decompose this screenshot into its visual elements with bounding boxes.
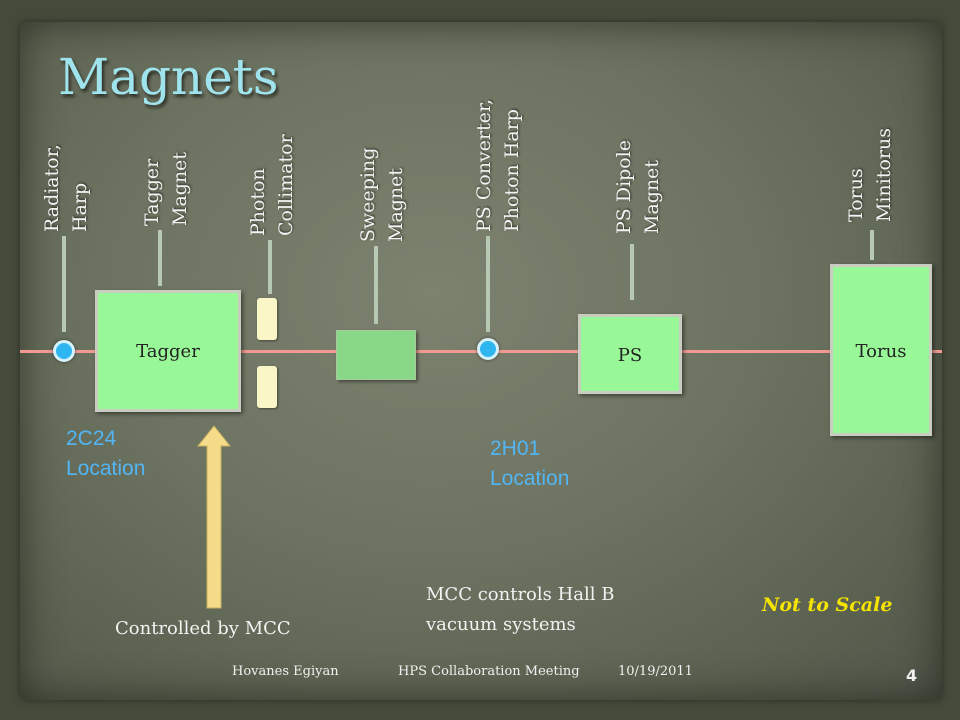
location-2h01: 2H01 Location: [490, 434, 569, 494]
torus-label-line2: Minitorus: [873, 128, 895, 222]
tagger-magnet-leader: [158, 230, 162, 286]
sweeping-magnet-leader: [374, 246, 378, 324]
torus-minitorus-label: Torus Minitorus: [842, 128, 898, 222]
mcc-arrow-shape: [196, 425, 232, 609]
radiator-harp-label: Radiator, Harp: [38, 144, 94, 232]
mcc-arrow: [196, 425, 232, 609]
location-2c24-word: Location: [66, 457, 146, 480]
slide-title: Magnets: [58, 48, 279, 106]
ps-converter-label-line1: PS Converter,: [473, 98, 495, 232]
ps-box: PS: [578, 314, 682, 394]
collimator-leader: [268, 240, 272, 294]
ps-converter-label-line2: Photon Harp: [501, 109, 523, 232]
radiator-label-line1: Radiator,: [41, 144, 63, 232]
ps-dipole-leader: [630, 244, 634, 300]
location-2h01-code: 2H01: [490, 437, 541, 460]
ps-dipole-label-line1: PS Dipole: [613, 139, 635, 234]
tagger-magnet-label-line1: Tagger: [141, 158, 163, 226]
ps-box-label: PS: [617, 345, 643, 366]
page-number: 4: [906, 666, 918, 685]
radiator-label-line2: Harp: [69, 182, 91, 232]
footer-meeting: HPS Collaboration Meeting: [398, 664, 580, 679]
sweeping-magnet-label-line2: Magnet: [385, 167, 407, 242]
radiator-dot: [53, 340, 75, 362]
photon-collimator-label: Photon Collimator: [244, 134, 300, 236]
tagger-box: Tagger: [95, 290, 241, 412]
location-2h01-word: Location: [490, 467, 570, 490]
ps-converter-leader: [486, 236, 490, 332]
sweeping-magnet-label: Sweeping Magnet: [354, 148, 410, 242]
tagger-box-label: Tagger: [136, 341, 200, 362]
location-2c24-code: 2C24: [66, 427, 117, 450]
footer-author: Hovanes Egiyan: [232, 664, 339, 679]
tagger-magnet-label-line2: Magnet: [169, 151, 191, 226]
mcc-controls-line2: vacuum systems: [426, 614, 576, 635]
torus-box: Torus: [830, 264, 932, 436]
radiator-leader: [62, 236, 66, 332]
ps-converter-dot: [477, 338, 499, 360]
torus-leader: [870, 230, 874, 260]
tagger-magnet-label: Tagger Magnet: [138, 152, 194, 226]
ps-dipole-label-line2: Magnet: [641, 159, 663, 234]
footer-date: 10/19/2011: [618, 664, 693, 679]
ps-dipole-magnet-label: PS Dipole Magnet: [610, 140, 666, 234]
photon-collimator-label-line2: Collimator: [275, 134, 297, 236]
collimator-lower-block: [257, 366, 277, 408]
mcc-controls-line1: MCC controls Hall B: [426, 584, 615, 605]
not-to-scale-note: Not to Scale: [762, 594, 893, 616]
mcc-controls-note: MCC controls Hall B vacuum systems: [426, 580, 615, 640]
torus-label-line1: Torus: [845, 168, 867, 222]
torus-box-label: Torus: [855, 341, 907, 362]
photon-collimator-label-line1: Photon: [247, 168, 269, 236]
collimator-upper-block: [257, 298, 277, 340]
sweeping-magnet-box: [336, 330, 416, 380]
controlled-by-mcc-note: Controlled by MCC: [115, 618, 291, 639]
ps-converter-label: PS Converter, Photon Harp: [470, 99, 526, 232]
location-2c24: 2C24 Location: [66, 424, 145, 484]
sweeping-magnet-label-line1: Sweeping: [357, 147, 379, 242]
